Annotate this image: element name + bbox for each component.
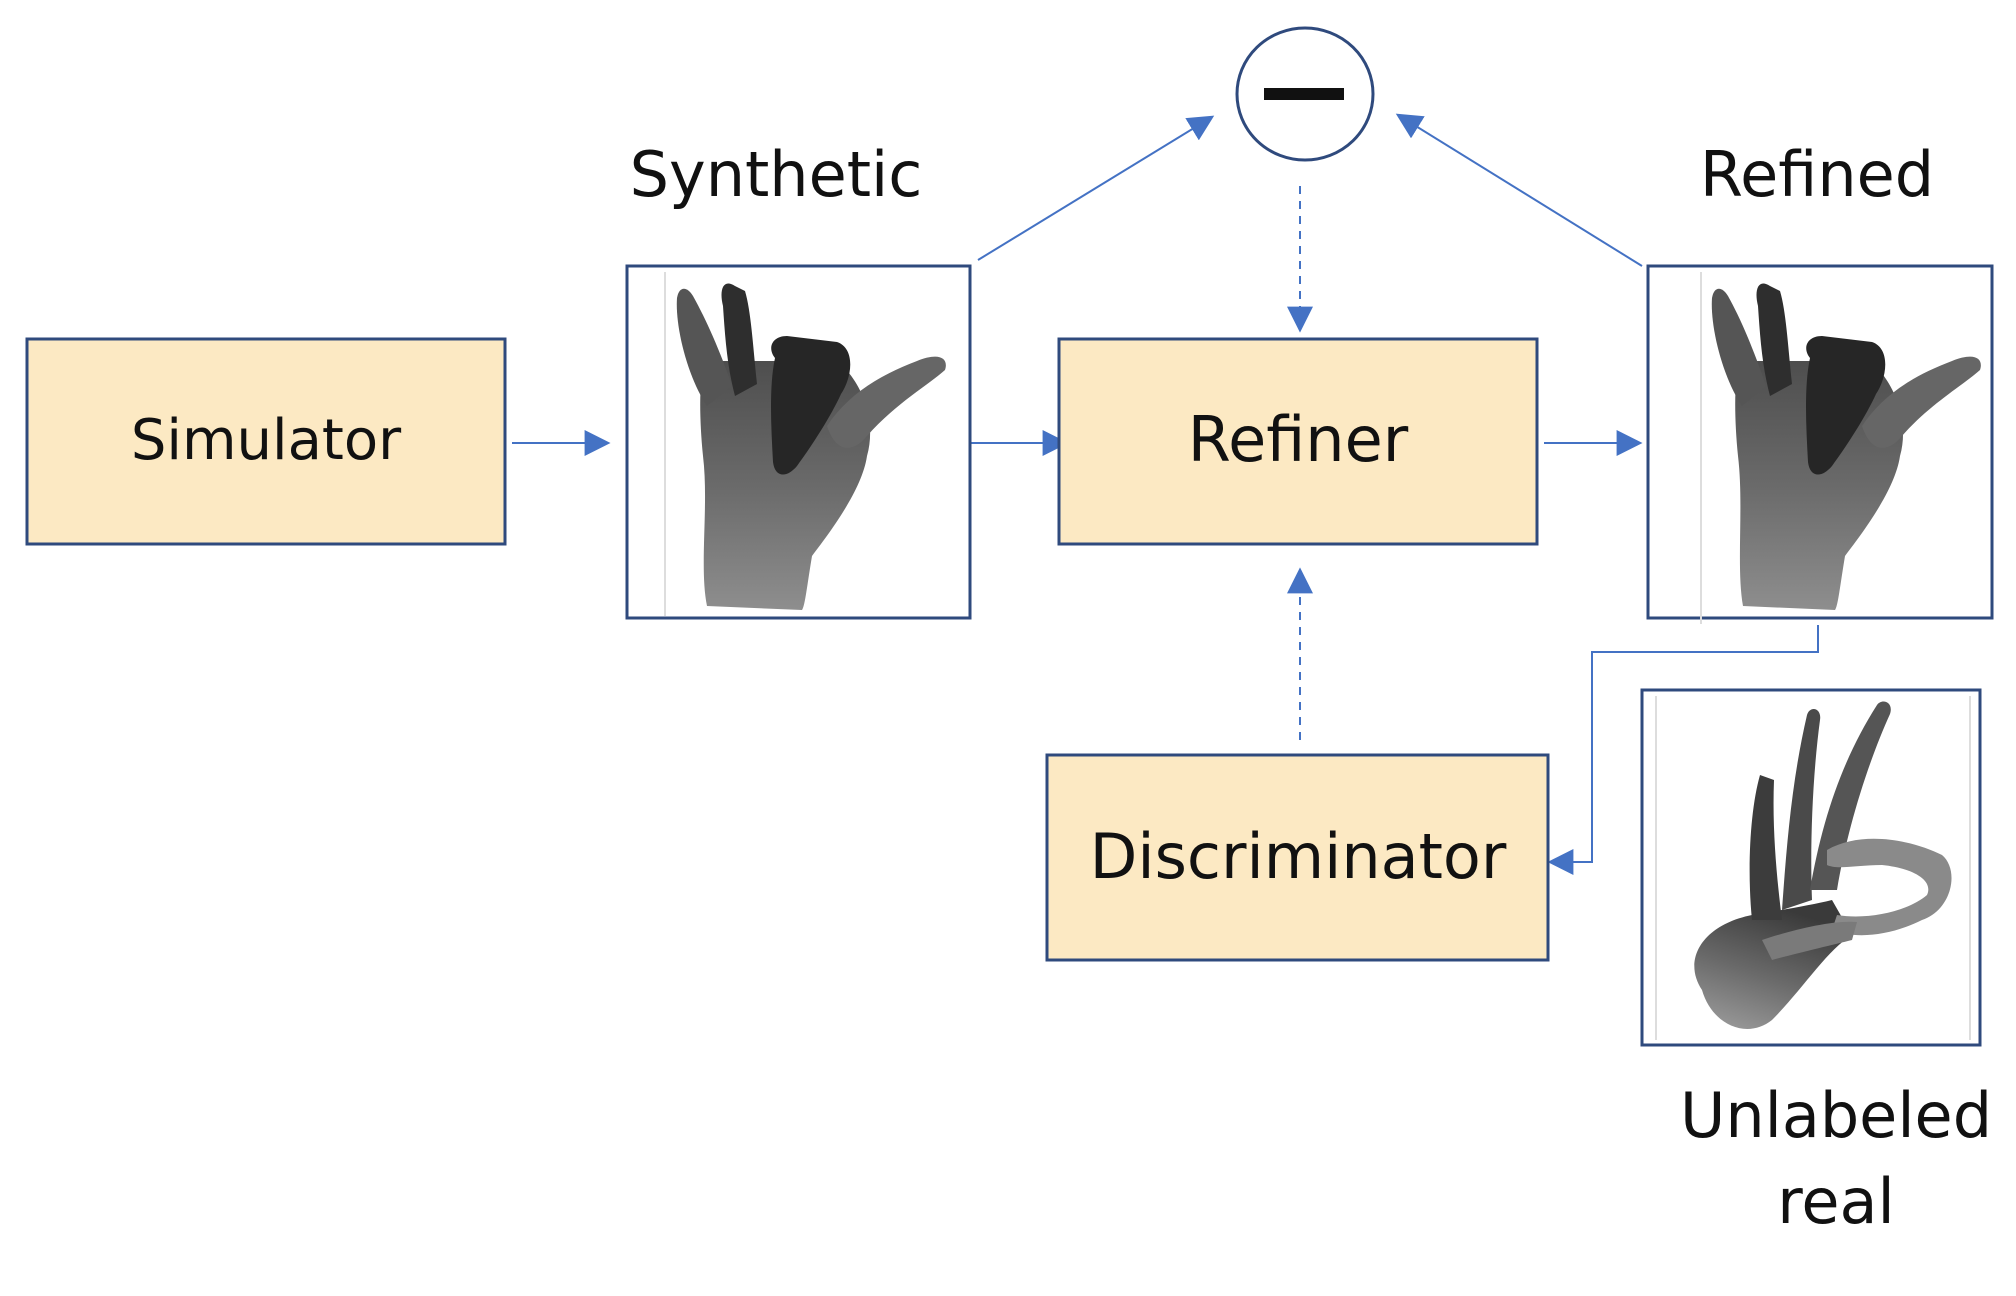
arrow-images-to-discriminator	[1547, 625, 1819, 875]
refined-image	[1646, 264, 1994, 624]
node-discriminator: Discriminator	[1045, 753, 1550, 962]
discriminator-label: Discriminator	[1090, 820, 1507, 893]
synthetic-image	[625, 264, 972, 620]
connectors	[512, 113, 1819, 875]
unlabeled-caption-line1: Unlabeled	[1680, 1079, 1992, 1152]
node-refiner: Refiner	[1057, 337, 1539, 546]
refined-hand-image	[1700, 272, 1981, 624]
unlabeled-real-image	[1640, 688, 1982, 1047]
simulator-label: Simulator	[131, 408, 402, 473]
unlabeled-caption-line2: real	[1777, 1165, 1895, 1238]
minus-icon	[1264, 88, 1344, 100]
arrow-synthetic-to-subtract	[977, 115, 1215, 261]
arrow-refined-to-subtract	[1395, 113, 1643, 267]
node-simulator: Simulator	[25, 337, 507, 546]
refiner-label: Refiner	[1188, 403, 1409, 476]
real-hand-image	[1655, 696, 1971, 1040]
synthetic-caption: Synthetic	[630, 138, 923, 211]
refined-caption: Refined	[1700, 138, 1934, 211]
node-subtract	[1235, 26, 1375, 162]
synthetic-hand-image	[664, 272, 946, 616]
